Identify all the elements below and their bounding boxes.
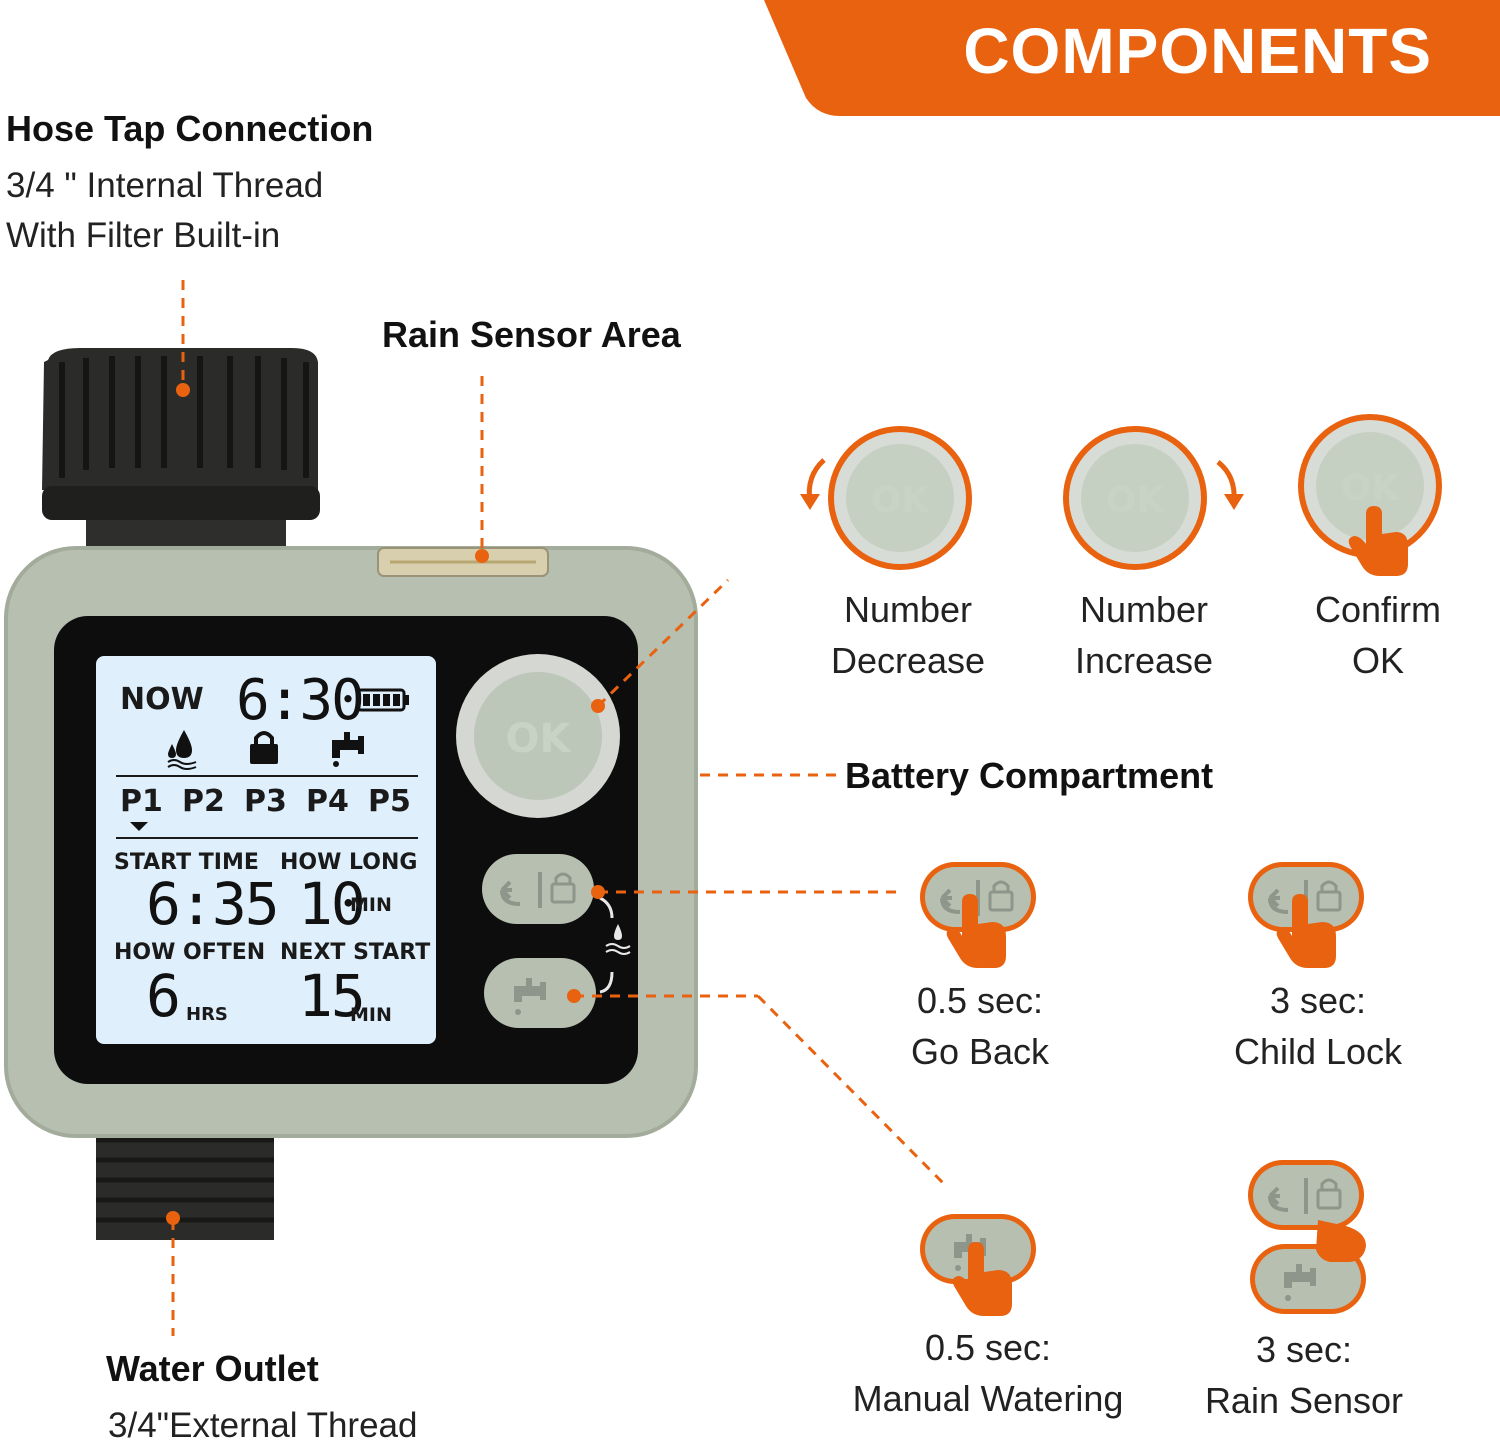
lcd-next-start-value: 15 [298,962,366,1030]
lcd-how-often-value: 6 [146,962,181,1030]
timer-device: OK [4,348,698,1240]
lcd-program-2: P2 [182,784,225,819]
lcd-how-often-label: HOW OFTEN [114,940,266,965]
rain-sensor-area-title: Rain Sensor Area [382,314,681,355]
lcd-program-1: P1 [120,784,163,819]
header-banner: COMPONENTS [0,0,1500,116]
ok-increase-icon: OK [1063,426,1244,570]
ok-function-icons: OK OK OK [800,414,1442,576]
caption-decrease: Number Decrease [808,584,1008,686]
caption-go-back-line2: Go Back [910,1031,1050,1072]
caption-increase-line1: Number [1079,589,1209,630]
lcd-how-long-value: 10 [298,870,366,938]
child-lock-icon [1246,860,1366,968]
caption-manual-watering-line2: Manual Watering [852,1378,1124,1419]
lcd-next-start-label: NEXT START [280,940,431,965]
caption-increase: Number Increase [1044,584,1244,686]
lcd-program-5: P5 [368,784,411,819]
caption-rain-sensor: 3 sec: Rain Sensor [1174,1324,1434,1426]
caption-go-back-line1: 0.5 sec: [916,980,1044,1021]
caption-decrease-line1: Number [843,589,973,630]
ok-increase-label: OK [1106,480,1166,521]
ok-confirm-label: OK [1341,468,1401,509]
device-ok-label: OK [506,716,573,762]
caption-rain-sensor-line1: 3 sec: [1255,1329,1353,1370]
lcd-program-4: P4 [306,784,349,819]
hose-tap-line1: 3/4 " Internal Thread [6,166,324,205]
lcd-how-long-label: HOW LONG [280,850,418,875]
manual-watering-icon [920,1214,1036,1316]
ok-decrease-label: OK [871,480,931,521]
lcd-now-label: NOW [120,682,204,717]
caption-child-lock-line1: 3 sec: [1269,980,1367,1021]
water-outlet-line1: 3/4"External Thread [108,1406,418,1445]
caption-increase-line2: Increase [1074,640,1214,681]
caption-confirm-line1: Confirm [1314,589,1442,630]
caption-manual-watering-line1: 0.5 sec: [924,1327,1052,1368]
lcd-start-time: 6:35 [146,870,280,938]
caption-manual-watering: 0.5 sec: Manual Watering [828,1322,1148,1424]
ok-confirm-icon: OK [1298,414,1442,576]
lcd-start-time-label: START TIME [114,850,259,875]
caption-decrease-line2: Decrease [830,640,986,681]
hose-tap-line2: With Filter Built-in [6,216,281,255]
go-back-icon [918,860,1038,968]
hose-tap-title: Hose Tap Connection [6,108,374,149]
ok-decrease-icon: OK [800,426,972,570]
banner-title: COMPONENTS [963,15,1432,87]
rain-sensor-icon [1246,1158,1366,1314]
caption-confirm-line2: OK [1351,640,1404,681]
battery-compartment-title: Battery Compartment [845,755,1214,796]
lcd-next-start-unit: MIN [350,1004,392,1026]
lcd-now-time: 6:30 [236,668,365,733]
lcd-program-3: P3 [244,784,287,819]
caption-go-back: 0.5 sec: Go Back [860,975,1100,1077]
lcd-how-often-unit: HRS [186,1004,228,1025]
caption-child-lock-line2: Child Lock [1233,1031,1403,1072]
caption-rain-sensor-line2: Rain Sensor [1204,1380,1404,1421]
caption-child-lock: 3 sec: Child Lock [1198,975,1438,1077]
button-function-icons [918,860,1366,1316]
caption-confirm: Confirm OK [1278,584,1478,686]
water-outlet-title: Water Outlet [106,1348,319,1389]
lcd-how-long-unit: MIN [350,894,392,916]
